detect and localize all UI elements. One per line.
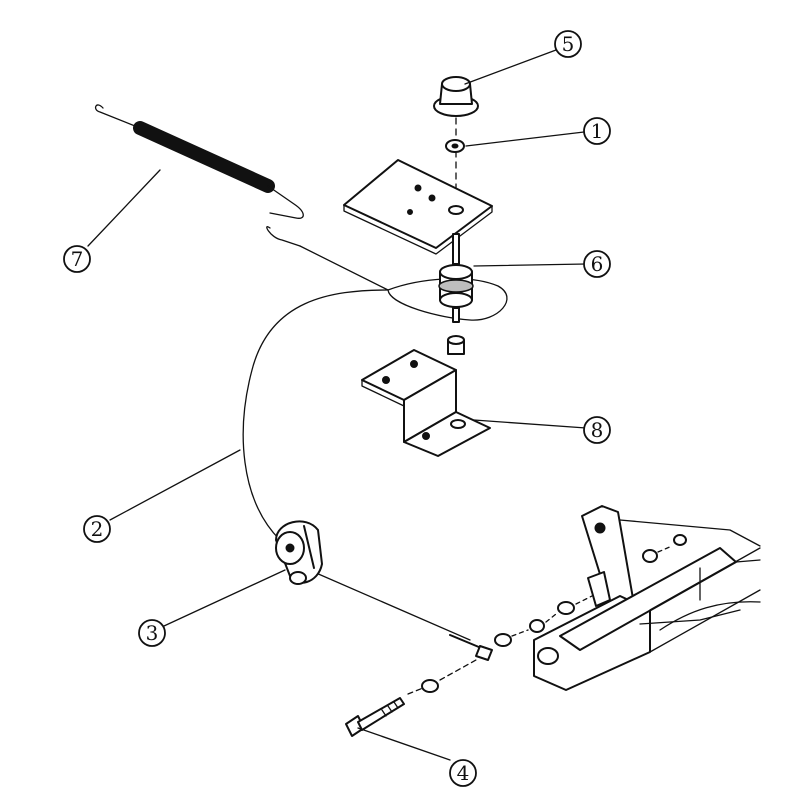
z-bracket xyxy=(361,349,491,457)
callout-6: 6 xyxy=(583,250,611,278)
callout-8: 8 xyxy=(583,416,611,444)
flange-nut xyxy=(433,76,479,117)
tractor-frame xyxy=(533,505,761,691)
cable-guide xyxy=(275,520,323,585)
callout-5-label: 5 xyxy=(562,32,575,56)
callout-4-label: 4 xyxy=(457,761,470,785)
callout-7: 7 xyxy=(63,245,91,273)
tension-spring xyxy=(94,104,304,247)
callout-1: 1 xyxy=(583,117,611,145)
hex-nut xyxy=(447,335,465,355)
hex-bolt xyxy=(345,659,477,737)
control-cable xyxy=(242,245,508,661)
leader-lines xyxy=(87,49,587,761)
callout-1-label: 1 xyxy=(591,119,604,143)
callout-2-label: 2 xyxy=(91,517,104,541)
lock-washer xyxy=(445,139,465,153)
cable-pulley xyxy=(438,233,474,323)
callout-3-label: 3 xyxy=(146,621,159,645)
callout-6-label: 6 xyxy=(591,252,604,276)
callout-5: 5 xyxy=(554,30,582,58)
callout-8-label: 8 xyxy=(591,418,604,442)
spacer-washers xyxy=(494,534,687,647)
callout-7-label: 7 xyxy=(71,247,84,271)
mounting-plate xyxy=(343,159,493,255)
callout-4: 4 xyxy=(449,759,477,787)
callout-3: 3 xyxy=(138,619,166,647)
callout-2: 2 xyxy=(83,515,111,543)
